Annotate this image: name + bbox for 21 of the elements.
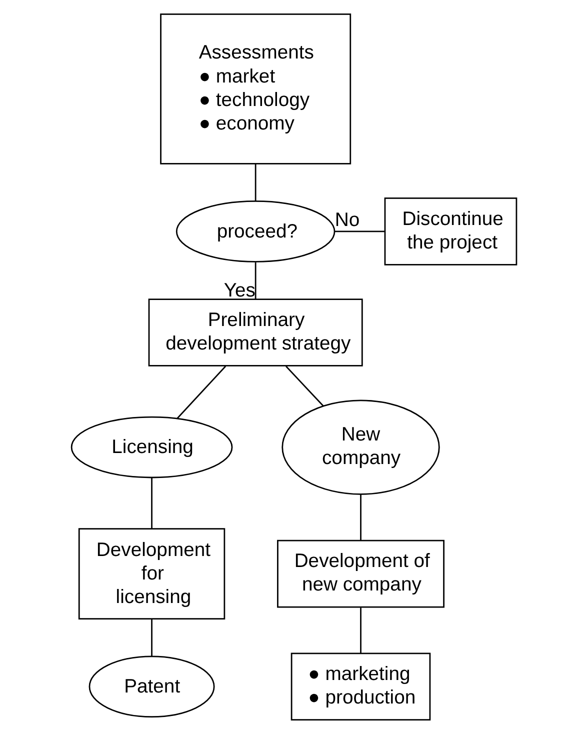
node-box: Assessments ● market ● technology ● economy bbox=[160, 13, 351, 164]
node-ellipse: New company bbox=[281, 400, 440, 495]
node-ellipse: proceed? bbox=[175, 200, 335, 262]
node-ellipse: Patent bbox=[88, 656, 214, 718]
connector bbox=[360, 494, 361, 540]
node-box: Development of new company bbox=[276, 540, 444, 608]
connector bbox=[254, 164, 256, 201]
connector bbox=[285, 366, 324, 406]
edge-label: Yes bbox=[223, 279, 255, 302]
node-box: Discontinue the project bbox=[384, 198, 517, 266]
edge-label: No bbox=[334, 209, 360, 232]
connector bbox=[150, 619, 152, 656]
connector bbox=[254, 262, 256, 300]
node-box: Development for licensing bbox=[78, 528, 225, 620]
node-box: ● marketing ● production bbox=[290, 652, 430, 721]
node-ellipse: Licensing bbox=[70, 416, 232, 478]
connector bbox=[334, 230, 384, 232]
connector bbox=[176, 366, 226, 419]
connector bbox=[360, 608, 361, 654]
node-box: Preliminary development strategy bbox=[148, 298, 362, 366]
connector bbox=[150, 478, 152, 529]
